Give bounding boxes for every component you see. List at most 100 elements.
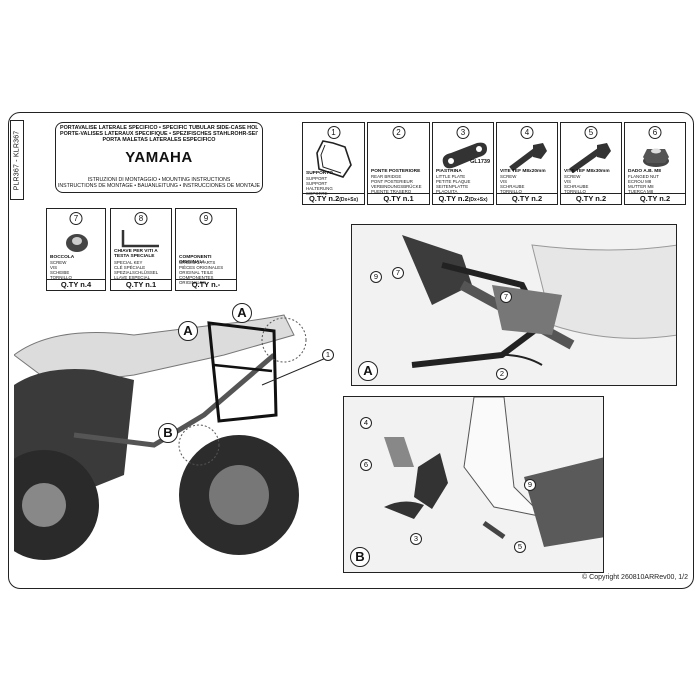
part-number: 2 (392, 126, 405, 139)
part-code: GL1739 (470, 159, 490, 165)
part-number: 6 (648, 126, 662, 139)
part-number: 8 (134, 212, 148, 225)
screw-icon (509, 143, 547, 172)
callout-9: 9 (524, 479, 536, 491)
part-translation: HALTERUNG (306, 185, 333, 191)
part-translation: PLAQUITA (436, 188, 458, 194)
brand-name: YAMAHA (125, 149, 193, 166)
part-translation: SPEZIALSCHLÜSSEL (114, 269, 159, 275)
part-card-2: 2 PONTE POSTERIORE REAR BRIDGE PONT POST… (367, 122, 430, 205)
part-card-8: 8 CHIAVE PER VITI A TESTA SPECIALE SPECI… (110, 208, 172, 291)
part-translation: ORIGINAL TEILE (179, 269, 214, 275)
plate-icon (442, 142, 487, 169)
part-quantity: Q.TY n.- (176, 279, 236, 290)
part-number: 5 (584, 126, 598, 139)
part-translation: SCHRAUBE (564, 183, 589, 189)
part-translation: REAR BRIDGE (371, 174, 402, 179)
part-number: 7 (69, 212, 83, 225)
callout-7: 7 (392, 267, 404, 279)
part-card-7: 7 BOCCOLA SCREW VIS SCHEIBE TORNILLO Q.T… (46, 208, 106, 291)
part-card-5: 5 VITE TEF M8x30mm SCREW VIS SCHRAUBE TO… (560, 122, 622, 205)
part-translation: PETITE PLAQUE (436, 178, 471, 184)
part-quantity: Q.TY n.2 (561, 193, 621, 204)
detail-marker-a: A (178, 321, 198, 341)
title-line: PORTE-VALISES LATÉRAUX SPÉCIFIQUE • SPEZ… (60, 131, 258, 138)
part-card-9: 9 COMPONENTI ORIGINALI ORIGINAL PARTS PI… (175, 208, 237, 291)
instruction-line: INSTRUCTIONS DE MONTAGE • BAUANLEITUNG •… (57, 183, 261, 189)
detail-b-letter: B (350, 547, 370, 567)
part-translation: TUERCA M8 (628, 188, 654, 194)
part-card-1: 1 SUPPORTO SUPPORT SUPPORT HALTERUNG SOP… (302, 122, 365, 205)
part-translation: SUPPORT (306, 180, 328, 186)
key-icon (121, 230, 159, 248)
part-quantity: Q.TY n.1 (368, 193, 429, 204)
model-code-tab: PLR367 - KLR367 (10, 120, 24, 200)
motorcycle-illustration (14, 314, 327, 560)
part-translation: PUENTE TRASERO (371, 188, 412, 194)
part-name: VITE TEF M8x30mm (564, 169, 610, 174)
part-name: COMPONENTI ORIGINALI (179, 255, 212, 266)
detail-a-letter: A (358, 361, 378, 381)
detail-marker-a: A (232, 303, 252, 323)
callout-2: 2 (496, 368, 508, 380)
instruction-line: ISTRUZIONI DI MONTAGGIO • MOUNTING INSTR… (87, 177, 231, 183)
part-card-3: 3 GL1739 PIASTRINA LITTLE PLATE PETITE P… (432, 122, 494, 205)
part-translation: CLÉ SPÉCIALE (114, 264, 146, 270)
nut-icon (643, 148, 669, 167)
part-card-4: 4 VITE TEF M8x20mm SCREW VIS SCHRAUBE TO… (496, 122, 558, 205)
part-translation: VERBINDUNGSBRÜCKE (371, 183, 422, 189)
title-line: PORTA MALETAS LATERALES ESPECÍFICO (102, 137, 216, 144)
part-translation: SPECIAL KEY (114, 260, 143, 265)
part-translation: VIS (500, 178, 508, 184)
detail-marker-b: B (158, 423, 178, 443)
copyright-text: © Copyright 260810ARRev00, 1/2 (582, 574, 688, 581)
part-translation: SEITENPLATTE (436, 183, 469, 189)
part-name: BOCCOLA (50, 255, 75, 260)
callout-4: 4 (360, 417, 372, 429)
side-frame-icon (316, 140, 352, 178)
part-name: CHIAVE PER VITI A TESTA SPECIALE (114, 249, 158, 260)
bushing-icon (66, 234, 88, 252)
callout-7: 7 (500, 291, 512, 303)
callout-3: 3 (410, 533, 422, 545)
part-number: 4 (520, 126, 534, 139)
part-translation: SCREW (564, 174, 581, 179)
detail-b-illustration (384, 397, 603, 547)
part-translation: ORIGINAL PARTS (179, 260, 216, 265)
part-quantity: Q.TY n.1 (111, 279, 171, 290)
part-translation: SCREW (500, 174, 517, 179)
part-name: SUPPORTO (306, 171, 333, 176)
part-translation: PIÈCES ORIGINALES (179, 264, 224, 270)
part-name: DADO A.B. M8 (628, 169, 661, 174)
part-name: PIASTRINA (436, 169, 462, 174)
part-quantity: Q.TY n.4 (47, 279, 105, 290)
part-quantity: Q.TY n.2(Dx+Sx) (303, 193, 364, 204)
callout-9: 9 (370, 271, 382, 283)
part-translation: VIS (50, 264, 58, 270)
part-translation: ECROU M8 (628, 178, 652, 184)
detail-b-panel: 4 6 3 9 5 B (343, 396, 604, 573)
callout-6: 6 (360, 459, 372, 471)
part-quantity: Q.TY n.2 (497, 193, 557, 204)
detail-a-illustration (402, 235, 676, 368)
part-quantity: Q.TY n.2(Dx+Sx) (433, 193, 493, 204)
screw-icon (569, 143, 611, 173)
part-translation: SUPPORT (306, 176, 328, 181)
part-translation: PONT POSTERIEUR (371, 178, 413, 184)
detail-a-panel: 9 7 7 2 A (351, 224, 677, 386)
callout-5: 5 (514, 541, 526, 553)
part-number: 9 (199, 212, 213, 225)
part-translation: TORNILLO (564, 188, 586, 194)
part-card-6: 6 DADO A.B. M8 FLANGED NUT ECROU M8 MUTT… (624, 122, 686, 205)
part-translation: MUTTER M8 (628, 183, 654, 189)
part-translation: COMPONENTES ORIGINALES (179, 274, 214, 285)
part-translation: LLAVE ESPECIAL (114, 274, 151, 280)
part-name: PONTE POSTERIORE (371, 169, 421, 174)
title-line: PORTAVALISE LATERALE SPECIFICO • SPECIFI… (60, 125, 258, 131)
part-translation: FLANGED NUT (628, 174, 659, 179)
part-translation: TORNILLO (500, 188, 522, 194)
part-translation: TORNILLO (50, 274, 72, 280)
part-number: 3 (456, 126, 470, 139)
part-translation: SCHRAUBE (500, 183, 525, 189)
part-translation: SCREW (50, 260, 67, 265)
